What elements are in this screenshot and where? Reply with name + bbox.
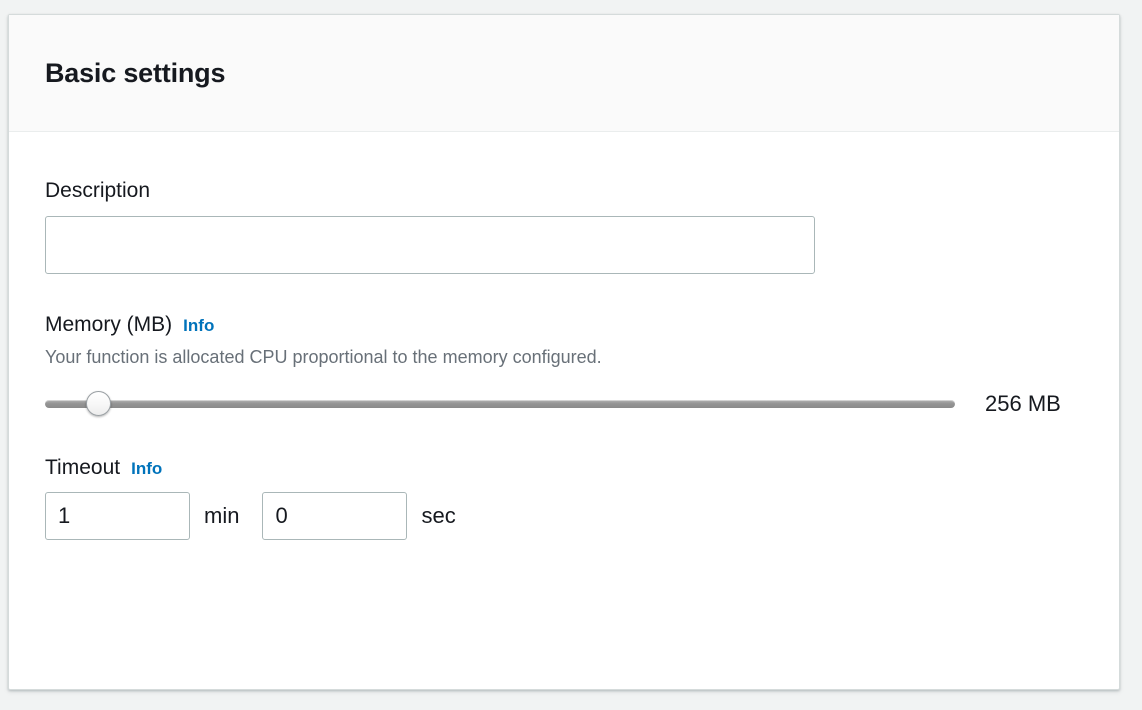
timeout-label-row: Timeout Info [45,455,1083,480]
memory-field-group: Memory (MB) Info Your function is alloca… [45,312,1083,417]
memory-label: Memory (MB) [45,313,173,337]
timeout-minutes-input[interactable] [45,492,190,541]
description-label-row: Description [45,178,1083,203]
slider-track[interactable] [45,399,955,408]
memory-label-row: Memory (MB) Info [45,312,1083,337]
description-field-group: Description [45,178,1083,275]
page-title: Basic settings [45,57,226,88]
description-label: Description [45,179,151,202]
card-body: Description Memory (MB) Info Your functi… [9,132,1119,541]
timeout-seconds-input[interactable] [262,492,408,541]
description-input[interactable] [45,216,815,275]
timeout-label: Timeout [45,455,121,479]
basic-settings-card: Basic settings Description Memory (MB) I… [8,14,1120,690]
memory-info-link[interactable]: Info [183,316,215,336]
timeout-minutes-unit: min [204,503,240,529]
memory-slider[interactable] [45,391,955,417]
slider-thumb[interactable] [85,391,111,417]
memory-description: Your function is allocated CPU proportio… [45,347,602,368]
memory-value-label: 256 MB [985,390,1061,416]
card-header: Basic settings [9,15,1119,132]
memory-slider-row: 256 MB [45,391,1083,417]
timeout-inputs-row: min sec [45,492,1083,541]
timeout-info-link[interactable]: Info [131,458,163,478]
timeout-field-group: Timeout Info min sec [45,455,1083,541]
timeout-seconds-unit: sec [421,503,456,529]
